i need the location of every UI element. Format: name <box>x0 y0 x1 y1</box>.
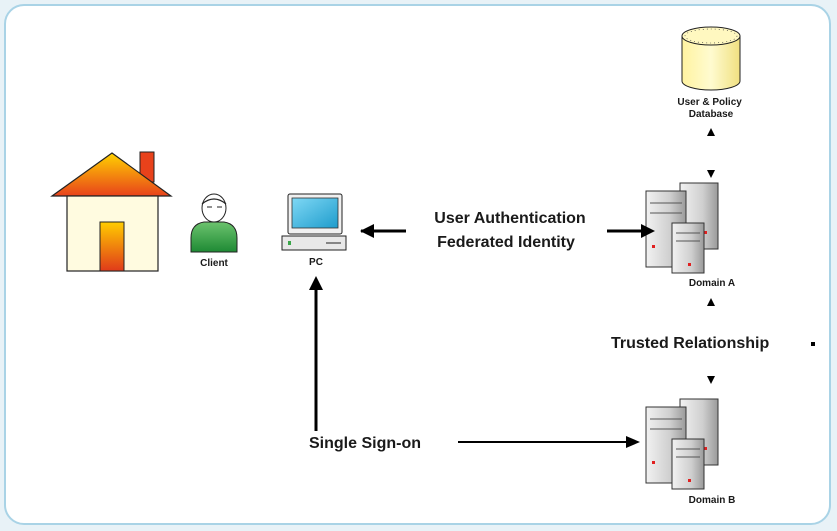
diagram-frame: Client PC User & Policy Database Domain … <box>4 4 831 525</box>
client-person-icon <box>190 193 238 253</box>
database-icon <box>681 26 741 91</box>
federated-identity-label: Federated Identity <box>437 234 575 251</box>
pc-label: PC <box>309 257 323 268</box>
trusted-dot <box>811 342 815 346</box>
arrowhead-up-pc <box>309 276 323 290</box>
arrowhead-up-trusted <box>707 298 715 306</box>
database-label-line1: User & Policy <box>677 97 742 108</box>
arrowhead-right-domain-b <box>626 436 640 448</box>
house-icon <box>50 151 173 272</box>
database-label: User & Policy Database <box>677 97 744 120</box>
arrowhead-down-db <box>707 170 715 178</box>
database-label-line2: Database <box>689 109 734 120</box>
domain-a-label: Domain A <box>689 278 735 289</box>
user-authentication-label: User Authentication <box>434 210 585 227</box>
server-cluster-icon <box>645 398 719 490</box>
server-cluster-icon <box>645 182 719 274</box>
identity-diagram: Client PC User & Policy Database Domain … <box>50 26 815 506</box>
single-sign-on-label: Single Sign-on <box>309 435 421 452</box>
arrowhead-down-trusted <box>707 376 715 384</box>
pc-icon <box>281 193 347 251</box>
arrowhead-right-domain-a <box>641 224 655 238</box>
arrowhead-up-db <box>707 128 715 136</box>
arrowhead-left-pc <box>360 224 374 238</box>
client-label: Client <box>200 258 228 269</box>
domain-b-label: Domain B <box>689 495 736 506</box>
trusted-relationship-label: Trusted Relationship <box>611 335 769 352</box>
